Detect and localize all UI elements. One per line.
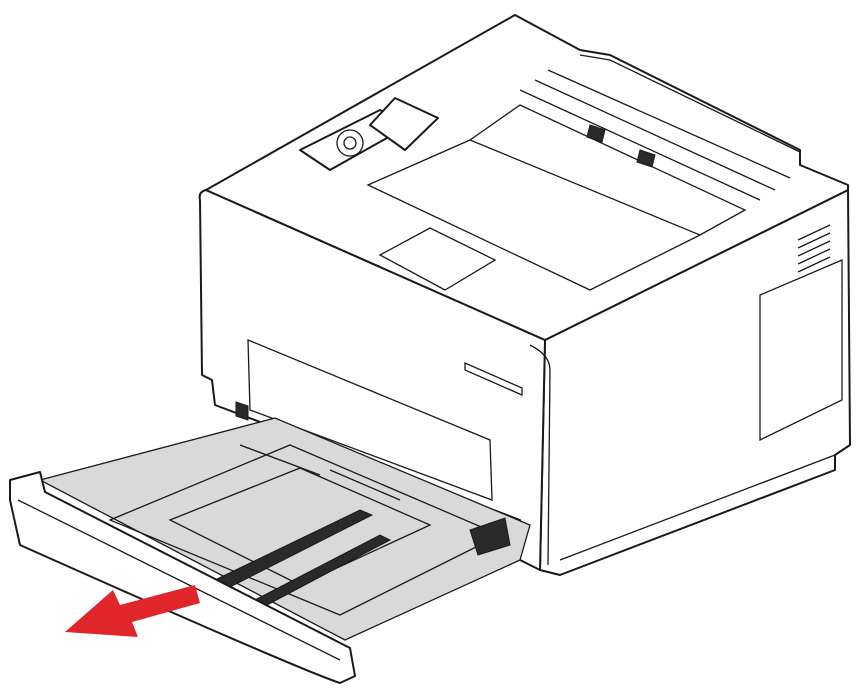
pull-direction-arrow-icon [65, 585, 200, 637]
tray-front-panel[interactable] [9, 471, 356, 684]
control-panel [299, 97, 439, 171]
tray-body[interactable] [38, 417, 531, 641]
side-vents [797, 224, 831, 273]
paper-tray[interactable] [9, 417, 531, 684]
printer-body [198, 14, 851, 576]
rear-rollers [519, 69, 791, 201]
printer-top-face [205, 14, 849, 341]
side-access-panel [759, 259, 843, 442]
